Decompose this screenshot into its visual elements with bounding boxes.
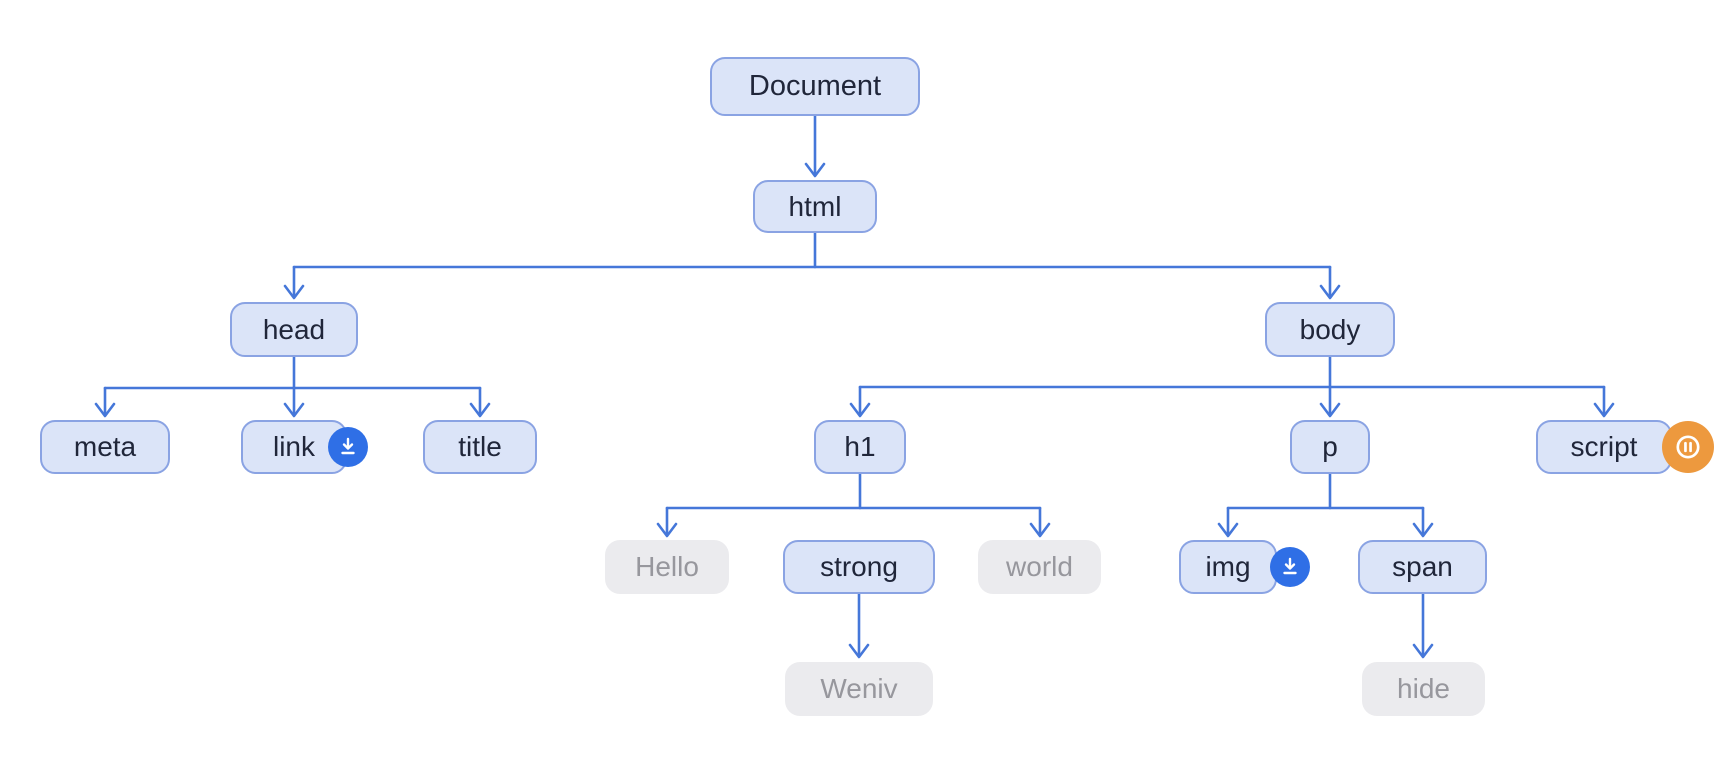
node-meta-label: meta [73,431,137,462]
node-head-label: head [262,313,326,345]
node-p-label: p [1322,431,1338,462]
node-script-label: script [1570,431,1638,462]
textnode-hide: hide [1362,662,1485,716]
textnode-hello: Hello [605,540,729,594]
node-body-label: body [1299,313,1361,345]
connector-p-children [1217,472,1434,538]
textnode-weniv: Weniv [785,662,933,716]
connector-span-hide [1412,592,1434,659]
node-img: img [1179,540,1310,594]
connector-html-children [283,231,1341,300]
node-p: p [1290,420,1370,474]
node-strong: strong [783,540,935,594]
node-span-label: span [1392,551,1453,582]
node-meta: meta [40,420,170,474]
node-html-label: html [788,190,842,222]
connector-head-children [94,355,491,418]
connector-h1-children [656,472,1051,538]
node-link-label: link [272,431,315,462]
node-img-label: img [1205,551,1251,582]
connector-body-children [849,355,1615,418]
node-span: span [1358,540,1487,594]
node-title: title [423,420,537,474]
node-title-label: title [458,431,502,462]
connector-strong-weniv [848,592,870,659]
connector-document-html [804,114,826,178]
download-icon [1270,547,1310,587]
node-h1-label: h1 [844,431,876,462]
pause-icon [1662,421,1714,473]
node-h1: h1 [814,420,906,474]
node-script: script [1536,420,1714,474]
textnode-hide-label: hide [1397,673,1450,704]
node-link: link [241,420,368,474]
node-html: html [753,180,877,233]
textnode-world: world [978,540,1101,594]
textnode-hello-label: Hello [635,551,699,582]
node-document: Document [710,57,920,116]
node-document-label: Document [748,70,882,102]
textnode-weniv-label: Weniv [820,673,898,704]
node-head: head [230,302,358,357]
download-icon [328,427,368,467]
node-body: body [1265,302,1395,357]
textnode-world-label: world [1006,551,1073,582]
node-strong-label: strong [820,551,898,582]
